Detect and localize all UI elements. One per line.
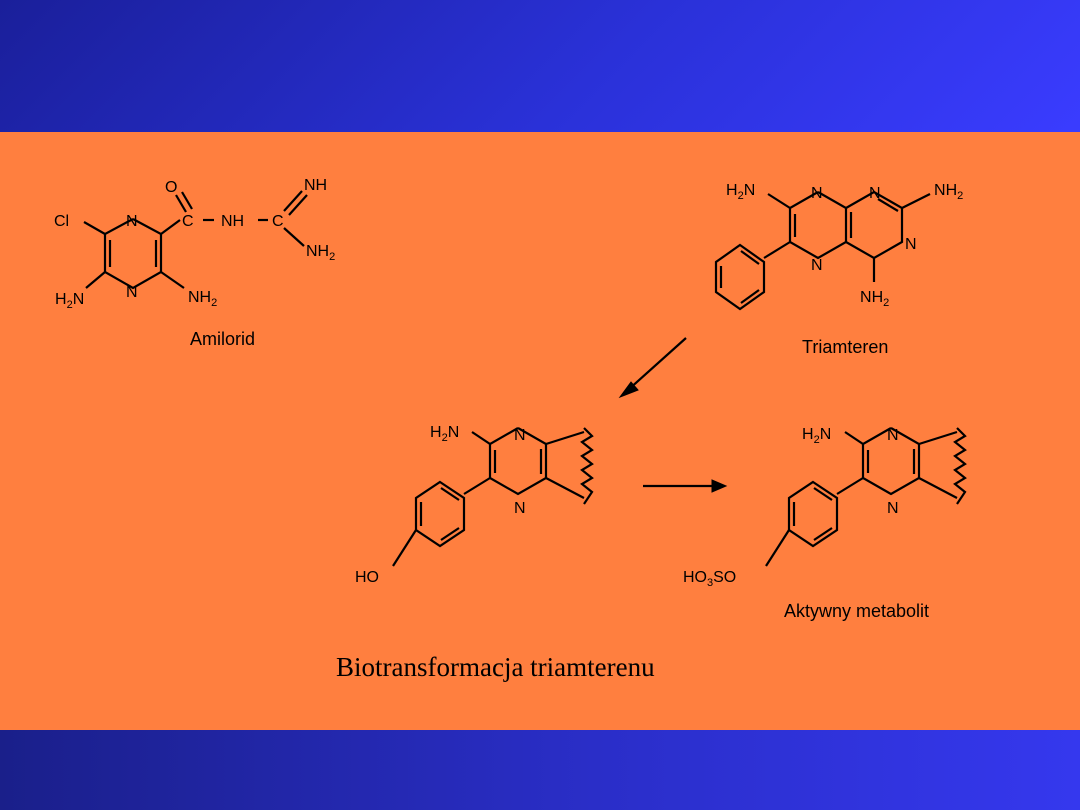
amilorid-imine-nh: NH bbox=[304, 177, 327, 194]
amilorid-structure bbox=[83, 190, 308, 290]
amilorid-ring-n-bottom: N bbox=[126, 284, 138, 301]
hydroxy-triamteren-structure bbox=[392, 427, 594, 567]
triamteren-n-bottom: N bbox=[811, 257, 823, 274]
slide-caption: Biotransformacja triamterenu bbox=[336, 652, 655, 682]
triamteren-n-top-left: N bbox=[811, 185, 823, 202]
amilorid-cl-atom: Cl bbox=[54, 213, 69, 230]
triamteren-nh2-bottom: NH2 bbox=[860, 289, 889, 309]
amilorid-ring-n-top: N bbox=[126, 213, 138, 230]
metabolit-h2n: H2N bbox=[802, 426, 831, 446]
amilorid-amine-nh2: NH2 bbox=[306, 243, 335, 263]
metabolit-n-bottom: N bbox=[887, 500, 899, 517]
amilorid-h2n-left: H2N bbox=[55, 291, 84, 311]
triamteren-n-right: N bbox=[905, 236, 917, 253]
metabolit-label: Aktywny metabolit bbox=[784, 601, 929, 621]
metabolit-structure bbox=[765, 427, 967, 567]
bottom-band bbox=[0, 730, 1080, 810]
horizontal-arrow bbox=[643, 479, 728, 493]
content-panel bbox=[0, 132, 1080, 730]
triamteren-structure bbox=[714, 190, 931, 311]
hydroxy-n-top: N bbox=[514, 427, 526, 444]
triamteren-n-top-right: N bbox=[869, 185, 881, 202]
amilorid-guanidine-c: C bbox=[272, 213, 284, 230]
amilorid-nh2-right: NH2 bbox=[188, 289, 217, 309]
hydroxy-n-bottom: N bbox=[514, 500, 526, 517]
top-band bbox=[0, 0, 1080, 132]
metabolit-ho3so: HO3SO bbox=[683, 569, 736, 589]
amilorid-o-atom: O bbox=[165, 179, 177, 196]
amilorid-carbonyl-c: C bbox=[182, 213, 194, 230]
metabolit-n-top: N bbox=[887, 427, 899, 444]
amilorid-nh-linker: NH bbox=[221, 213, 244, 230]
hydroxy-ho: HO bbox=[355, 569, 379, 586]
diagonal-arrow bbox=[618, 337, 687, 399]
amilorid-label: Amilorid bbox=[190, 329, 255, 349]
hydroxy-h2n: H2N bbox=[430, 424, 459, 444]
triamteren-label: Triamteren bbox=[802, 337, 888, 357]
triamteren-h2n-left: H2N bbox=[726, 182, 755, 202]
triamteren-nh2-right: NH2 bbox=[934, 182, 963, 202]
